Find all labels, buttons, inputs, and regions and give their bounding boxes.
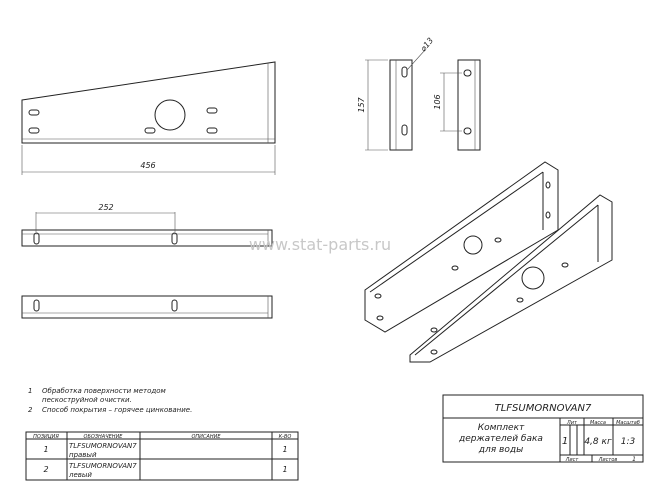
table-header: ОПИСАНИЕ — [191, 434, 221, 440]
isometric-view — [364, 161, 613, 363]
side-view-2 — [21, 295, 273, 319]
sheets-label: Листов — [598, 457, 618, 463]
note-text: Обработка поверхности методом — [42, 387, 166, 395]
note-text: Способ покрытия – горячее цинкование. — [42, 406, 192, 414]
row-variant: правый — [69, 451, 97, 459]
row-qty: 1 — [282, 465, 287, 474]
side-view-1: 252 — [21, 203, 273, 247]
scale-value: 1:3 — [621, 437, 636, 447]
note-number: 1 — [28, 387, 32, 395]
scale-label: Масштаб — [616, 420, 640, 426]
dim-slot-distance: 252 — [98, 203, 113, 212]
watermark: www.stat-parts.ru — [249, 235, 391, 254]
end-view-1: 157 ⌀13 — [357, 36, 436, 151]
top-view: 456 — [21, 61, 276, 175]
title-block: TLFSUMORNOVAN7 Комплект держателей бака … — [442, 394, 644, 463]
lit-label: Лит — [566, 420, 578, 426]
parts-table: ПОЗИЦИЯ ОБОЗНАЧЕНИЕ ОПИСАНИЕ К-ВО 1 TLFS… — [25, 431, 299, 481]
row-variant: левый — [68, 471, 92, 479]
dim-length: 456 — [140, 161, 155, 170]
drawing-name: Комплект — [478, 423, 525, 433]
lit-value: 1 — [562, 436, 568, 447]
drawing-name: для воды — [478, 445, 523, 455]
dim-height-full: 157 — [357, 96, 366, 112]
note-text: пескоструйной очистки. — [42, 396, 132, 404]
dim-height-holes: 106 — [433, 94, 442, 109]
sheet-label: Лист — [565, 457, 580, 463]
row-pos: 2 — [43, 465, 48, 474]
row-code: TLFSUMORNOVAN7 — [69, 462, 137, 470]
table-header: ПОЗИЦИЯ — [33, 434, 59, 440]
table-header: ОБОЗНАЧЕНИЕ — [84, 434, 124, 440]
notes: 1 Обработка поверхности методом пескостр… — [28, 387, 192, 414]
note-number: 2 — [28, 406, 33, 414]
mass-value: 4,8 кг — [584, 437, 612, 447]
large-hole — [154, 99, 186, 131]
mass-label: Масса — [590, 420, 606, 426]
drawing-code: TLFSUMORNOVAN7 — [495, 403, 592, 414]
row-qty: 1 — [282, 445, 287, 454]
table-header: К-ВО — [279, 434, 292, 440]
row-pos: 1 — [43, 445, 48, 454]
row-code: TLFSUMORNOVAN7 — [69, 442, 137, 450]
end-view-2: 106 — [433, 59, 481, 151]
drawing-name: держателей бака — [458, 434, 543, 444]
dim-hole-diameter: ⌀13 — [419, 36, 436, 53]
sheets-value: 1 — [632, 456, 636, 463]
